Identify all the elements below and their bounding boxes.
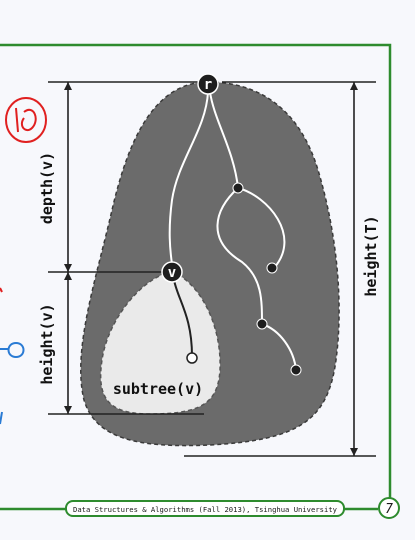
height-T-dimension [184,81,376,457]
node-b [266,262,278,274]
handwritten-red-annotation [5,97,47,143]
slide-frame [0,43,392,498]
footer-course-text: Data Structures & Algorithms (Fall 2013)… [73,505,338,514]
node-v: v [161,261,183,283]
edge-v-w [173,279,193,357]
footer-banner: Data Structures & Algorithms (Fall 2013)… [65,500,345,517]
node-c [256,318,268,330]
height-v-label: height(v) [38,303,56,384]
edge-r-v [168,91,209,265]
node-w [186,352,198,364]
node-r: r [197,73,219,95]
depth-dimension [48,81,200,272]
page-number-badge: 7 [378,497,400,519]
height-T-label: height(T) [362,215,380,296]
depth-label: depth(v) [38,152,56,224]
edge-a-c [216,187,263,325]
node-a [232,182,244,194]
subtree-label: subtree(v) [113,380,203,398]
node-r-label: r [204,77,212,93]
page-number: 7 [385,502,393,517]
edge-a-b [237,187,286,269]
height-v-dimension [48,271,204,415]
edge-r-a [209,91,239,189]
handwritten-blue-annotation [0,287,25,425]
node-d [290,364,302,376]
node-v-label: v [168,265,176,281]
